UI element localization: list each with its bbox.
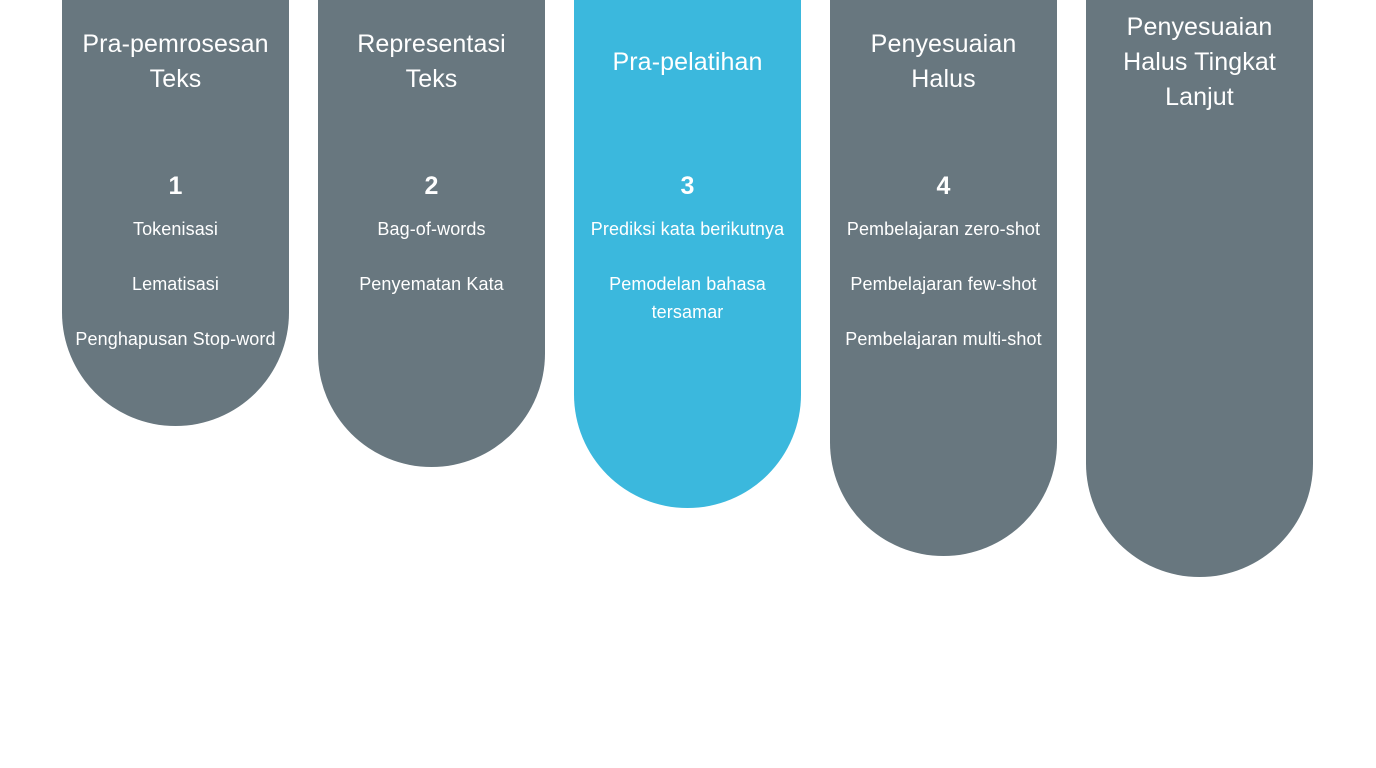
stage-items-3: Prediksi kata berikutnya Pemodelan bahas… (574, 215, 801, 326)
stage-item: Pemodelan bahasa tersamar (609, 274, 766, 322)
stage-items-2: Bag-of-words Penyematan Kata (318, 215, 545, 298)
stage-items-1: Tokenisasi Lematisasi Penghapusan Stop-w… (62, 215, 289, 353)
stage-title-5: Penyesuaian Halus Tingkat Lanjut (1123, 12, 1276, 111)
stage-number-4: 4 (936, 172, 951, 200)
stage-title-2: Representasi Teks (357, 30, 506, 93)
stage-column-5[interactable]: Penyesuaian Halus Tingkat Lanjut (1086, 0, 1313, 577)
stage-item: Pembelajaran few-shot (850, 274, 1037, 294)
stage-item: Penyematan Kata (359, 274, 504, 294)
stage-number-slot-4: 4 (830, 128, 1057, 200)
stage-title-slot-2: Representasi Teks (318, 0, 545, 128)
stage-title-4: Penyesuaian Halus (870, 30, 1017, 93)
stage-item: Pembelajaran multi-shot (845, 329, 1042, 349)
stage-title-slot-5: Penyesuaian Halus Tingkat Lanjut (1086, 0, 1313, 128)
stage-title-slot-4: Penyesuaian Halus (830, 0, 1057, 128)
stage-column-4[interactable]: Penyesuaian Halus 4 Pembelajaran zero-sh… (830, 0, 1057, 556)
stage-title-slot-3: Pra-pelatihan (574, 0, 801, 128)
stage-title-3: Pra-pelatihan (612, 47, 763, 76)
stage-number-slot-1: 1 (62, 128, 289, 200)
stage-item: Prediksi kata berikutnya (590, 219, 785, 239)
stage-item: Lematisasi (131, 274, 220, 294)
stage-item: Tokenisasi (132, 219, 219, 239)
stage-number-2: 2 (424, 172, 439, 200)
stage-number-slot-2: 2 (318, 128, 545, 200)
stage-item: Penghapusan Stop-word (75, 329, 276, 349)
stage-item: Pembelajaran zero-shot (846, 219, 1041, 239)
stage-number-3: 3 (680, 172, 695, 200)
stage-column-1[interactable]: Pra-pemrosesan Teks 1 Tokenisasi Lematis… (62, 0, 289, 426)
stage-number-1: 1 (168, 172, 183, 200)
stage-title-1: Pra-pemrosesan Teks (82, 30, 269, 93)
stage-column-2[interactable]: Representasi Teks 2 Bag-of-words Penyema… (318, 0, 545, 467)
stage-column-3[interactable]: Pra-pelatihan 3 Prediksi kata berikutnya… (574, 0, 801, 508)
stage-item: Bag-of-words (377, 219, 486, 239)
stage-title-slot-1: Pra-pemrosesan Teks (62, 0, 289, 128)
stage-number-slot-3: 3 (574, 128, 801, 200)
stage-items-4: Pembelajaran zero-shot Pembelajaran few-… (830, 215, 1057, 353)
